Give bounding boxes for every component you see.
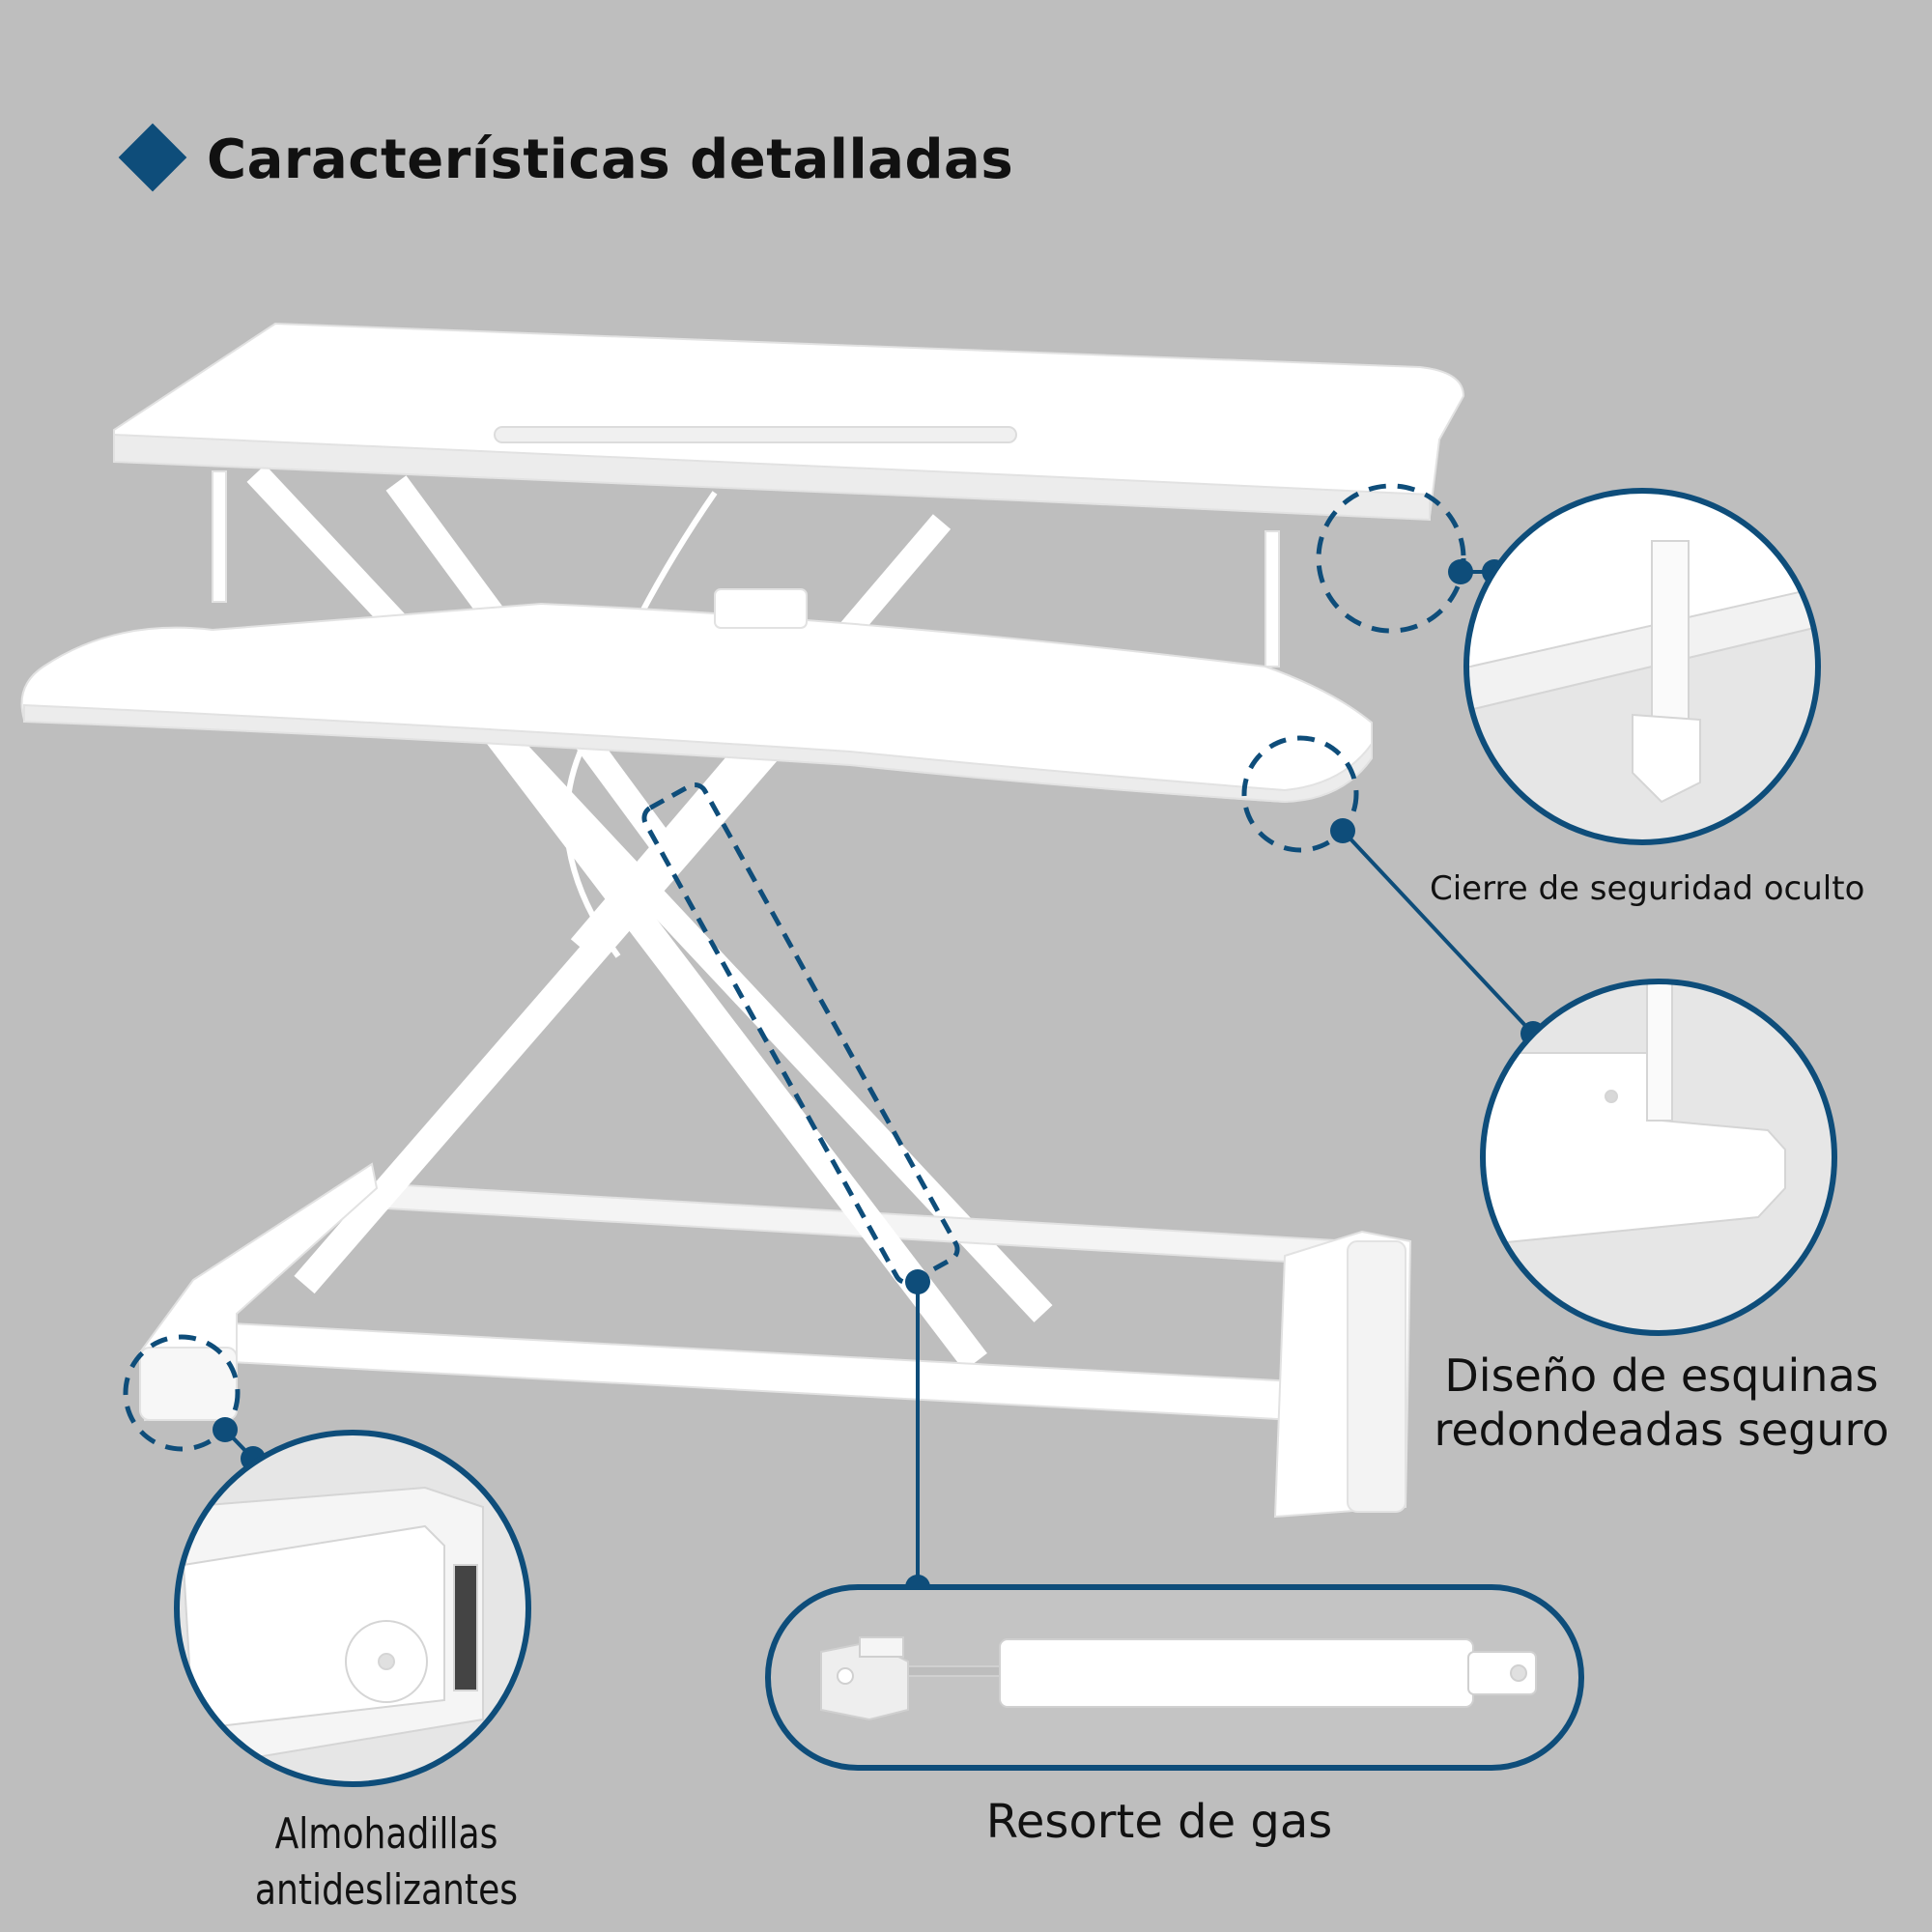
rounded-corners-label-line-2: redondeadas seguro [1434,1404,1889,1456]
diamond-icon [118,123,187,192]
standing-desk [20,322,1465,1519]
corner-source-marker [1241,735,1359,853]
gas-spring-label: Resorte de gas [985,1795,1333,1849]
rounded-corners-label-line-1: Diseño de esquinas [1444,1350,1879,1402]
page-title: Características detalladas [207,128,1014,191]
rounded-corner-detail [1480,979,1837,1336]
hidden-lock-detail [1463,488,1821,845]
hidden-lock-label: Cierre de seguridad oculto [1430,869,1865,908]
lock-source-marker [1316,483,1466,634]
pad-source-marker [123,1334,241,1452]
antislip-pads-label: Almohadillas antideslizantes [220,1806,553,1918]
antislip-pad-detail [174,1430,531,1787]
antislip-pads-label-line-2: antideslizantes [254,1865,519,1915]
gas-spring-detail [765,1584,1584,1771]
antislip-pads-label-line-1: Almohadillas [274,1809,498,1859]
